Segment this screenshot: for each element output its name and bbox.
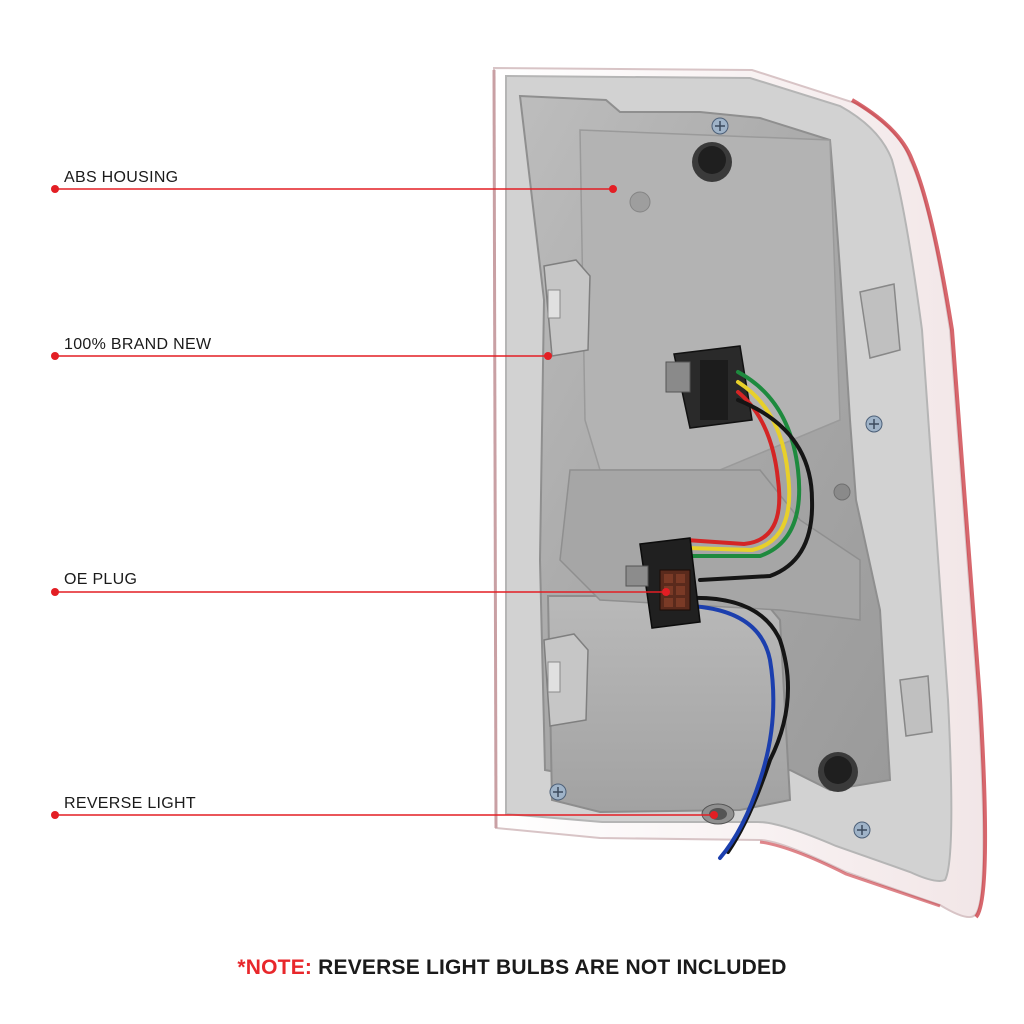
reverse-light-socket <box>701 803 735 825</box>
callout-dot-oe-plug-end <box>662 588 670 596</box>
mount-clip-right-upper <box>859 283 901 359</box>
housing-hole <box>833 483 851 501</box>
callout-dot-abs-housing-start <box>51 185 59 193</box>
grommet-bottom <box>818 752 858 792</box>
callout-dot-reverse-light-end <box>710 811 718 819</box>
callout-dot-oe-plug-start <box>51 588 59 596</box>
oe-plug-connector <box>625 537 701 629</box>
grommet-top <box>692 142 732 182</box>
callout-dot-brand-new-end <box>544 352 552 360</box>
mount-clip-lower <box>543 633 589 727</box>
callout-label-abs-housing: ABS HOUSING <box>64 169 179 186</box>
note-prefix: *NOTE: <box>237 956 313 979</box>
screw-bottom-right <box>853 821 871 839</box>
callout-label-reverse-light: REVERSE LIGHT <box>64 795 196 812</box>
note-text: REVERSE LIGHT BULBS ARE NOT INCLUDED <box>318 956 787 979</box>
callout-label-oe-plug: OE PLUG <box>64 571 138 588</box>
callout-label-brand-new: 100% BRAND NEW <box>64 336 212 353</box>
lens-red-edge-bottom <box>759 840 941 908</box>
lens-red-edge <box>850 98 988 919</box>
callout-dot-abs-housing-end <box>609 185 617 193</box>
lens-left-edge <box>492 69 498 829</box>
housing-boss <box>629 191 651 213</box>
callout-dot-brand-new-start <box>51 352 59 360</box>
callout-lines <box>51 185 718 819</box>
bottom-note: *NOTE: REVERSE LIGHT BULBS ARE NOT INCLU… <box>0 956 1024 980</box>
mount-clip-right-lower <box>899 675 933 737</box>
mount-clip-upper <box>543 259 591 357</box>
screw-top <box>711 117 729 135</box>
wire-harness <box>684 370 815 860</box>
socket-connector-upper <box>665 345 753 429</box>
screw-right <box>865 415 883 433</box>
callout-dot-reverse-light-start <box>51 811 59 819</box>
screw-bottom-left <box>549 783 567 801</box>
